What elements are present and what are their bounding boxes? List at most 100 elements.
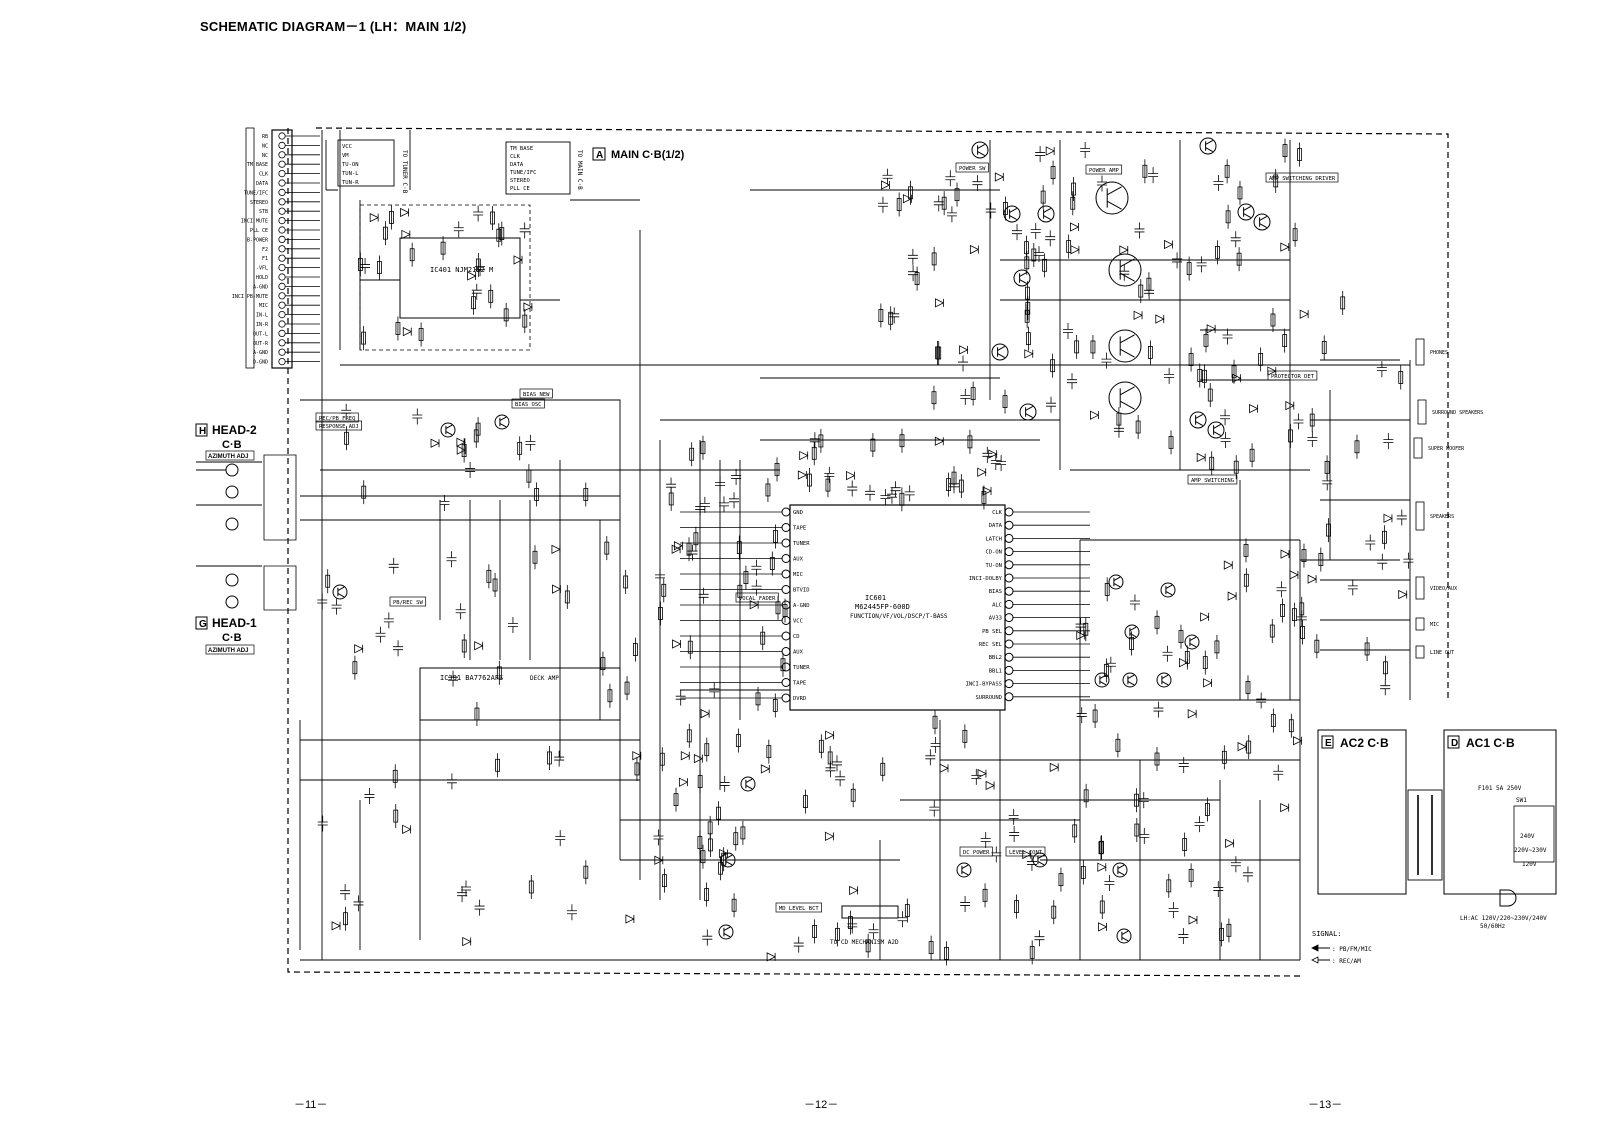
capacitor (715, 475, 726, 492)
callout-box (1265, 172, 1339, 183)
ic601-pin (781, 554, 791, 563)
cn401-label: CLK (259, 172, 268, 178)
jack-label: SPEAKERS (1430, 514, 1454, 520)
transistor (1037, 205, 1055, 223)
ic301-label: IC301 BA7762AFS (440, 674, 503, 682)
transistor (1122, 672, 1138, 688)
cn401-label: A-GND (253, 350, 268, 356)
callout-box (959, 846, 993, 857)
ic601-pin (1004, 560, 1014, 570)
transistor-leads (1119, 386, 1135, 410)
head1-letter: G (199, 619, 207, 630)
capacitor (473, 205, 484, 222)
tuner-right-label: TUNE/IFC (510, 170, 537, 176)
transistor (1013, 269, 1031, 287)
main-board-name: MAIN C·B(1/2) (611, 149, 685, 161)
diode (1280, 242, 1290, 252)
capacitor (331, 598, 342, 615)
capacitor (990, 454, 1001, 471)
transistor-leads (1165, 584, 1173, 596)
page-title: SCHEMATIC DIAGRAM－1 (LH：MAIN 1/2) (200, 19, 467, 34)
diode (456, 445, 467, 455)
signal-legend: SIGNAL: : PB/FM/MIC : REC/AM (1311, 930, 1372, 965)
diode (673, 541, 684, 551)
capacitor (960, 895, 971, 912)
diode (1070, 222, 1080, 232)
capacitor (1080, 142, 1091, 159)
callout-box (1085, 164, 1123, 175)
transistor (1108, 253, 1142, 287)
callout-vocal-fader: VOCAL FADER (739, 596, 776, 602)
signal-legend-item-1: : PB/FM/MIC (1332, 946, 1372, 953)
diode (799, 450, 809, 461)
main-board-outline (287, 127, 1449, 977)
cn401-label: STEREO (250, 200, 268, 206)
capacitor (933, 195, 944, 212)
power-note-2: 50/60Hz (1480, 923, 1506, 930)
diode (1237, 741, 1247, 752)
capacitor (439, 494, 450, 511)
cn401-connector (245, 127, 320, 369)
ic601-pin (1004, 652, 1014, 662)
cn401-label: F2 (262, 247, 268, 253)
capacitor (1046, 396, 1057, 413)
capacitor (457, 886, 468, 903)
ic601-left-pin-label: AUX (793, 557, 804, 563)
transistor-leads (977, 143, 986, 157)
transistor-leads (1119, 334, 1135, 358)
callout-amp-sw-driver: AMP SWITCHING DRIVER (1269, 176, 1336, 182)
ac2-letter: E (1325, 738, 1332, 749)
capacitor (1063, 322, 1073, 339)
capacitor (353, 895, 364, 912)
capacitor (360, 258, 371, 275)
ic601-pin (781, 693, 791, 703)
transistor-leads (723, 926, 731, 938)
wiring-network (299, 130, 1411, 961)
diode (824, 831, 835, 841)
capacitor (1045, 230, 1056, 247)
transistor-leads (1243, 205, 1252, 219)
callout-box (1267, 370, 1318, 381)
transistor (1019, 403, 1037, 421)
cn401-pin (278, 329, 286, 337)
ic601-pin (781, 523, 791, 532)
diode (969, 244, 980, 255)
transistor (740, 776, 756, 792)
ic601-right-pin-label: BIAS (989, 589, 1002, 595)
capacitor (1067, 373, 1078, 390)
transistor (1189, 411, 1207, 429)
head2-sub: C·B (222, 439, 242, 451)
voltage-label: 220V~230V (1514, 847, 1547, 854)
diode (881, 180, 891, 190)
capacitor (1096, 175, 1107, 192)
cn401-label: DATA (256, 181, 268, 187)
transistor (1003, 205, 1021, 223)
diode (1249, 403, 1259, 414)
tuner-left-label: TU-ON (342, 162, 359, 168)
transistor (1199, 137, 1217, 155)
cn401-pin (278, 348, 286, 356)
callout-pb-rec-sw: PB/REC SW (393, 600, 423, 606)
diode (1307, 574, 1317, 584)
capacitor (1148, 167, 1159, 184)
diode (680, 751, 691, 761)
diode (977, 768, 987, 779)
head1-sub: C·B (222, 632, 242, 644)
transistor-leads (1117, 864, 1125, 876)
capacitor (698, 587, 709, 604)
capacitor (455, 603, 466, 620)
callout-box (1187, 474, 1238, 485)
diode (401, 229, 411, 240)
capacitor (1164, 367, 1175, 384)
capacitor (1075, 617, 1086, 634)
ic601-pin (781, 538, 791, 548)
ic301-tag: DECK AMP (530, 675, 559, 682)
transistor-leads (1189, 636, 1197, 648)
callout-bc-level: MD LEVEL BCT (779, 906, 819, 912)
ic601-label: IC601 (865, 594, 886, 602)
capacitor (1172, 252, 1183, 269)
tuner-right-label: CLK (510, 154, 521, 160)
transistor (1108, 381, 1142, 415)
capacitor (446, 773, 457, 790)
diode (1090, 410, 1100, 420)
